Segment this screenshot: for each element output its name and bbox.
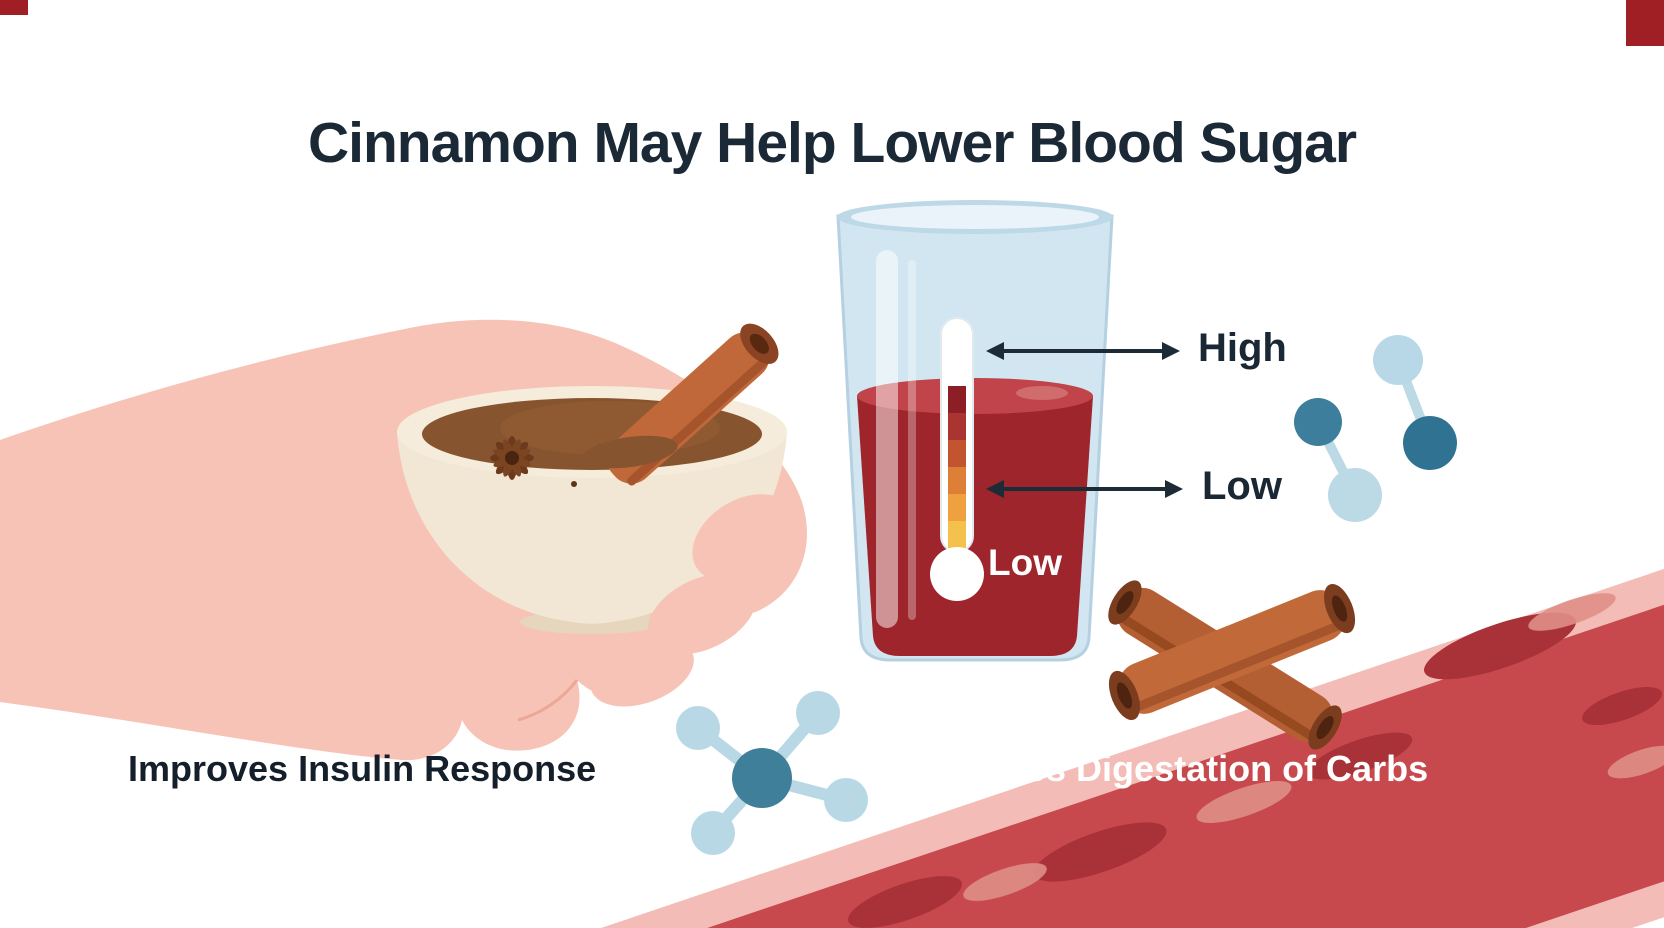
fingertips xyxy=(590,494,796,707)
label-high: High xyxy=(1198,326,1287,370)
molecule-icon-right-1 xyxy=(1294,398,1382,522)
molecule-icon-center xyxy=(676,691,868,855)
blood-glass-illustration xyxy=(836,200,1114,662)
blood-vessel-illustration xyxy=(601,568,1664,928)
caption-slows-digestion: Slowes Digestation of Carbs xyxy=(942,748,1429,789)
molecule-icon-right-2 xyxy=(1373,335,1457,470)
corner-accent-top-right xyxy=(1626,0,1664,46)
label-low: Low xyxy=(1202,464,1282,508)
cinnamon-bowl xyxy=(397,323,796,707)
corner-accent-top-left xyxy=(0,0,28,15)
thermometer-icon xyxy=(930,317,984,601)
page-title: Cinnamon May Help Lower Blood Sugar xyxy=(307,111,1357,176)
caption-insulin-response: Improves Insulin Response xyxy=(128,748,597,789)
arrow-low-icon xyxy=(986,480,1183,498)
star-anise-icon xyxy=(490,436,534,480)
thermometer-low-label: Low xyxy=(988,542,1062,583)
arrow-high-icon xyxy=(986,342,1180,360)
cinnamon-sticks-crossed xyxy=(1108,580,1356,750)
